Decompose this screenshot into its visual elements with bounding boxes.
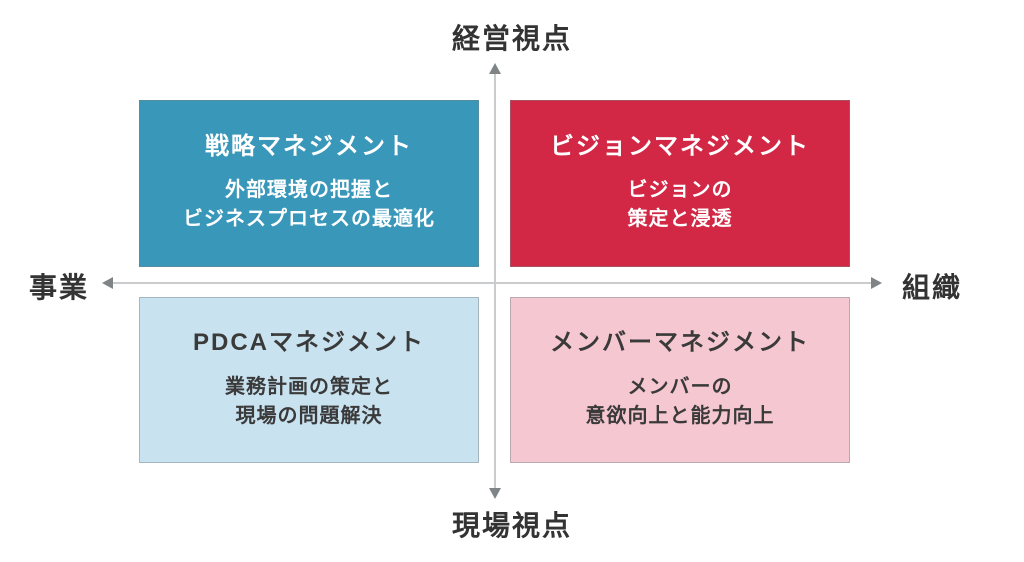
quadrant-title: ビジョンマネジメント <box>550 132 810 160</box>
quadrant-description: ビジョンの 策定と浸透 <box>627 179 733 231</box>
quadrant-pdca-management: PDCAマネジメント 業務計画の策定と 現場の問題解決 <box>139 297 479 463</box>
axis-label-right: 組織 <box>902 272 963 303</box>
quadrant-title: 戦略マネジメント <box>205 132 413 160</box>
quadrant-description: 外部環境の把握と ビジネスプロセスの最適化 <box>183 179 435 231</box>
quadrant-description: 業務計画の策定と 現場の問題解決 <box>225 375 393 427</box>
quadrant-member-management: メンバーマネジメント メンバーの 意欲向上と能力向上 <box>510 297 850 463</box>
quadrant-strategy-management: 戦略マネジメント 外部環境の把握と ビジネスプロセスの最適化 <box>139 100 479 267</box>
quadrant-vision-management: ビジョンマネジメント ビジョンの 策定と浸透 <box>510 100 850 267</box>
axis-arrow-left-icon <box>102 277 113 289</box>
axis-label-left: 事業 <box>29 272 90 303</box>
axis-label-top: 経営視点 <box>451 23 572 54</box>
horizontal-axis-line <box>113 282 871 284</box>
quadrant-title: メンバーマネジメント <box>550 329 810 357</box>
quadrant-description: メンバーの 意欲向上と能力向上 <box>585 375 775 427</box>
quadrant-title: PDCAマネジメント <box>192 329 425 357</box>
axis-arrow-right-icon <box>871 277 882 289</box>
vertical-axis-line <box>494 74 496 488</box>
axis-label-bottom: 現場視点 <box>451 510 572 541</box>
axis-arrow-up-icon <box>489 63 501 74</box>
axis-arrow-down-icon <box>489 488 501 499</box>
